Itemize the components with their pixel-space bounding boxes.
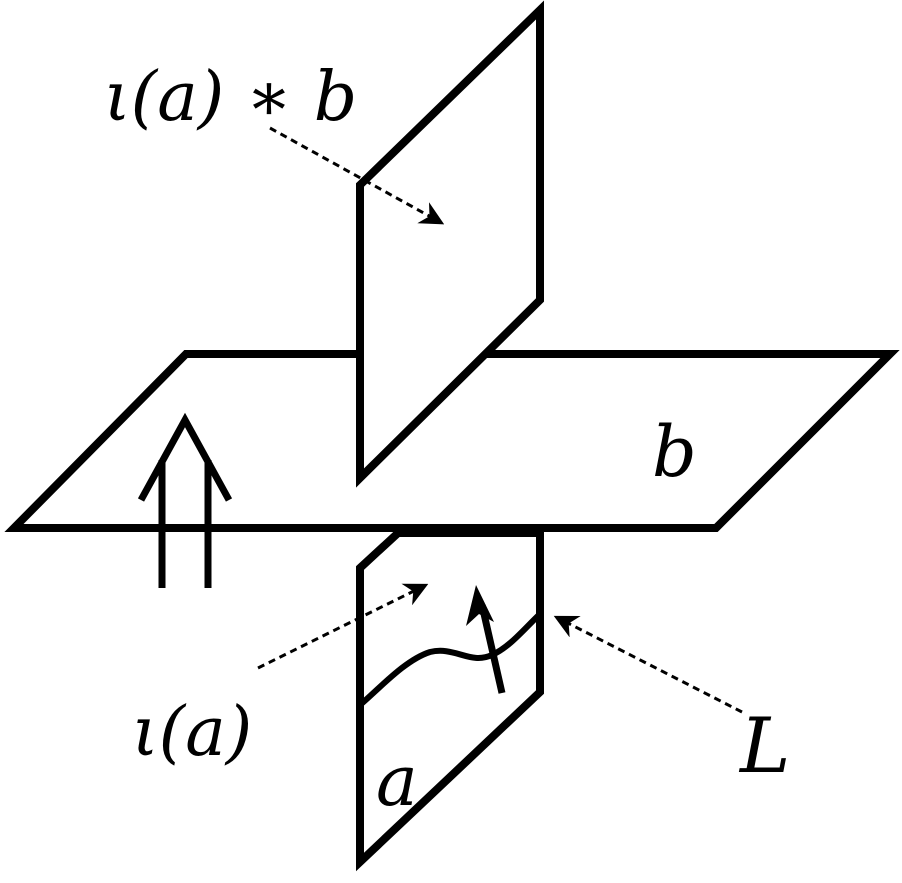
- plane-iota-a-star-b: [356, 0, 544, 488]
- pointer-L: [553, 615, 743, 714]
- curve-L: [358, 611, 543, 708]
- normal-arrow-a-head: [466, 585, 494, 626]
- plane-a-lower: [356, 529, 544, 872]
- label-iota-a-star-b: ι(a) ∗ b: [104, 58, 357, 137]
- normal-arrow-a: [478, 604, 506, 694]
- label-plane-a: a: [376, 740, 418, 822]
- double-arrow-head: [137, 412, 233, 502]
- pointer-top: [269, 126, 445, 225]
- label-plane-b: b: [652, 411, 697, 493]
- plane-b: [4, 350, 900, 532]
- label-L: L: [738, 701, 790, 790]
- label-iota-a: ι(a): [132, 693, 252, 772]
- pointer-iota-a: [257, 583, 429, 670]
